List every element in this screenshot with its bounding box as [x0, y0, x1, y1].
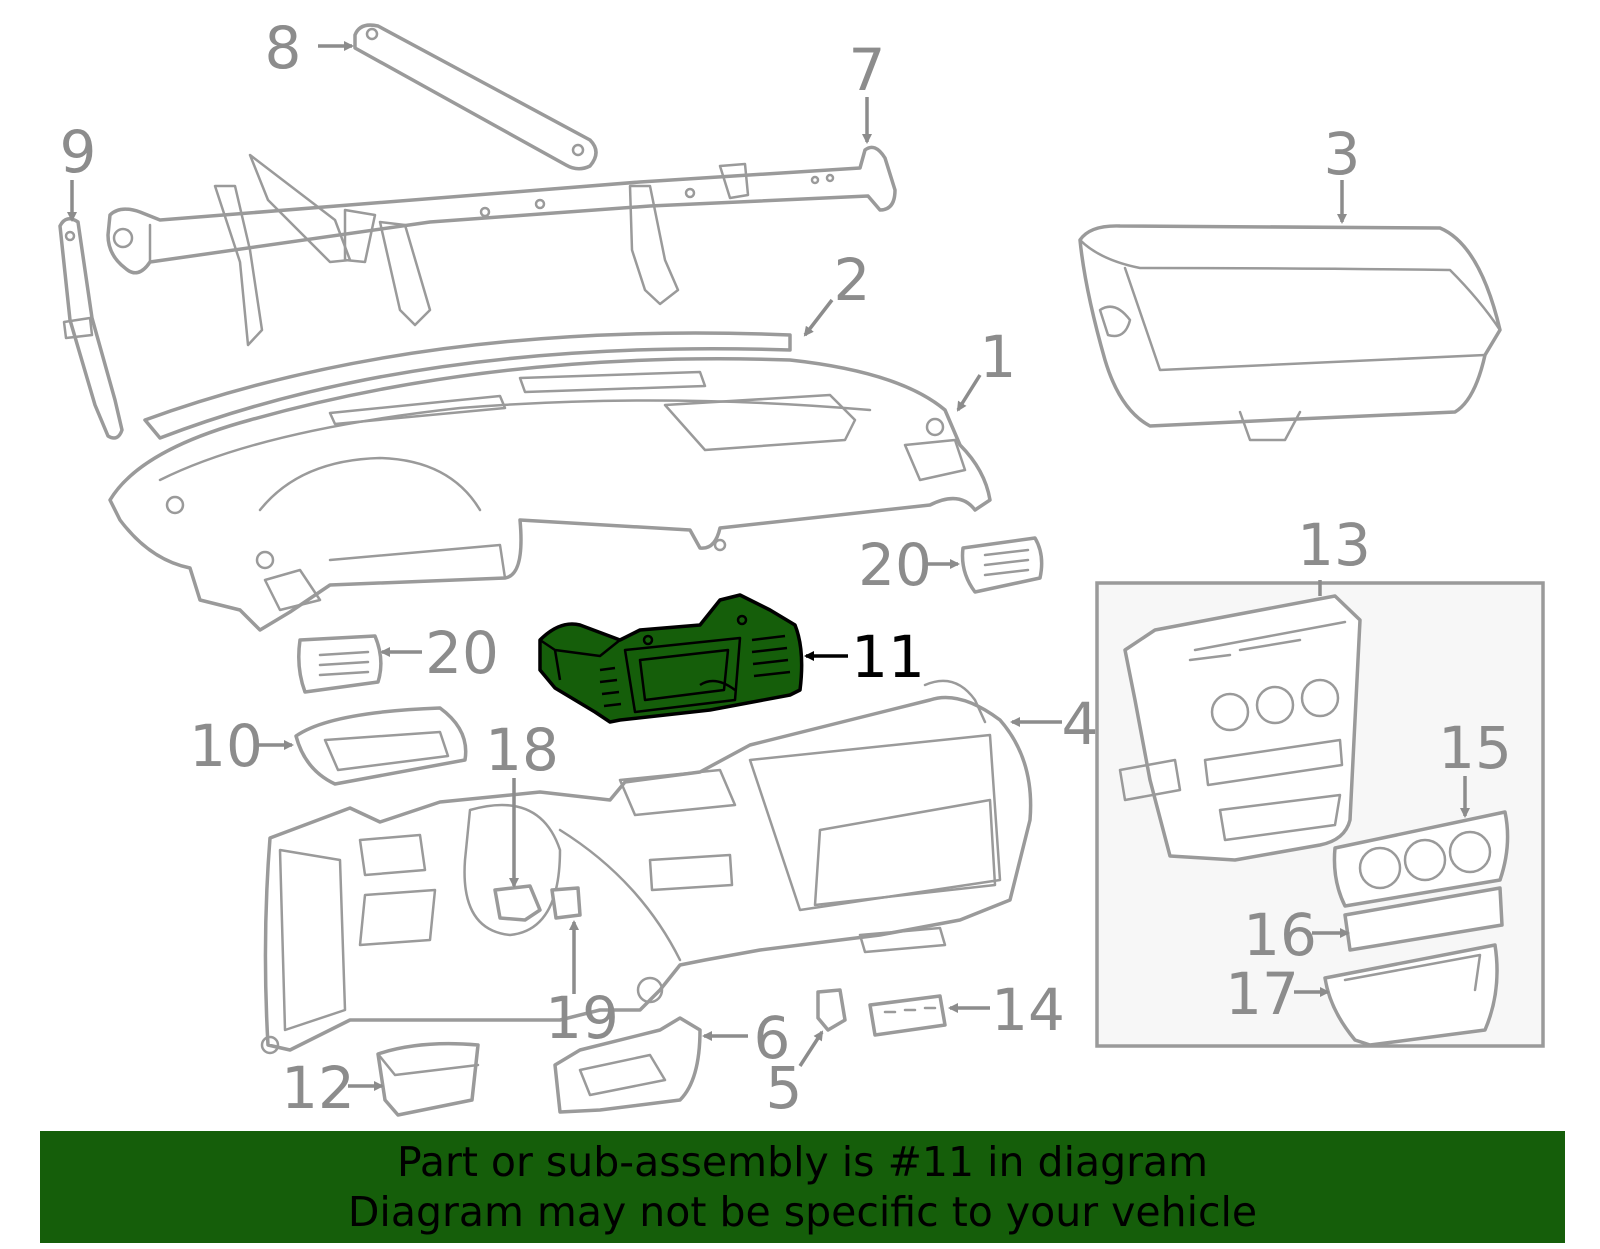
callout-10[interactable]: 10 — [189, 712, 294, 780]
svg-text:6: 6 — [754, 1004, 791, 1072]
banner-line-part: Part or sub-assembly is #11 in diagram — [396, 1138, 1209, 1186]
callout-8[interactable]: 8 — [265, 14, 354, 82]
svg-text:18: 18 — [485, 716, 559, 784]
svg-text:14: 14 — [991, 976, 1065, 1044]
svg-text:7: 7 — [849, 36, 886, 104]
callout-17[interactable]: 17 — [1225, 960, 1330, 1028]
callout-12[interactable]: 12 — [281, 1054, 384, 1122]
inset-box — [1095, 581, 1545, 1048]
callout-20-left[interactable]: 20 — [380, 619, 499, 687]
part-10-hood — [294, 706, 468, 786]
callout-18[interactable]: 18 — [485, 716, 559, 888]
part-15-control-panel — [1332, 810, 1510, 908]
callout-3[interactable]: 3 — [1324, 120, 1361, 224]
part-12-pocket — [376, 1041, 480, 1117]
svg-text:8: 8 — [265, 14, 302, 82]
part-6-bracket — [553, 1016, 702, 1114]
part-14-switch — [868, 994, 947, 1037]
callout-13[interactable]: 13 — [1297, 511, 1371, 596]
callout-15[interactable]: 15 — [1438, 714, 1512, 818]
svg-text:17: 17 — [1225, 960, 1299, 1028]
part-17-pocket — [1323, 943, 1499, 1047]
part-cross-beam — [106, 145, 897, 347]
part-5-clip — [816, 988, 847, 1032]
part-20-vent-left — [297, 634, 383, 694]
callout-16[interactable]: 16 — [1243, 901, 1350, 969]
part-20-vent-right — [960, 536, 1044, 594]
part-18-clip — [493, 884, 542, 922]
svg-text:5: 5 — [766, 1054, 803, 1122]
part-19-clip — [550, 886, 582, 920]
callout-1[interactable]: 1 — [956, 323, 1017, 412]
callout-19[interactable]: 19 — [545, 920, 619, 1052]
part-16-panel — [1343, 886, 1504, 952]
part-8-brace — [353, 23, 598, 171]
callout-4[interactable]: 4 — [1010, 690, 1099, 758]
svg-text:4: 4 — [1062, 690, 1099, 758]
svg-text:11: 11 — [851, 623, 925, 691]
callout-2[interactable]: 2 — [803, 246, 871, 337]
callout-9[interactable]: 9 — [60, 118, 97, 222]
callout-11-highlighted[interactable]: 11 — [804, 623, 925, 691]
svg-text:20: 20 — [858, 531, 932, 599]
callout-5[interactable]: 5 — [766, 1030, 824, 1122]
info-banner: Part or sub-assembly is #11 in diagram D… — [40, 1131, 1565, 1243]
part-13-center-bezel — [1118, 594, 1362, 862]
callout-7[interactable]: 7 — [849, 36, 886, 144]
part-1-panel — [108, 357, 992, 632]
callouts: 8 7 9 2 1 3 20 20 — [60, 14, 1512, 1122]
svg-text:19: 19 — [545, 984, 619, 1052]
part-4-lower-panel — [260, 679, 1033, 1055]
callout-6[interactable]: 6 — [702, 1004, 791, 1072]
svg-text:9: 9 — [60, 118, 97, 186]
banner-line-disclaimer: Diagram may not be specific to your vehi… — [347, 1188, 1258, 1236]
callout-14[interactable]: 14 — [948, 976, 1065, 1044]
svg-text:3: 3 — [1324, 120, 1361, 188]
svg-text:12: 12 — [281, 1054, 355, 1122]
part-2-strip — [143, 331, 792, 440]
svg-text:1: 1 — [980, 323, 1017, 391]
callout-20-right[interactable]: 20 — [858, 531, 960, 599]
part-3-airbag — [1078, 224, 1502, 442]
part-9-bracket — [58, 217, 124, 440]
svg-text:16: 16 — [1243, 901, 1317, 969]
part-11-highlighted[interactable] — [538, 593, 804, 724]
svg-text:15: 15 — [1438, 714, 1512, 782]
svg-text:20: 20 — [425, 619, 499, 687]
svg-text:13: 13 — [1297, 511, 1371, 579]
svg-text:10: 10 — [189, 712, 263, 780]
svg-text:2: 2 — [834, 246, 871, 314]
